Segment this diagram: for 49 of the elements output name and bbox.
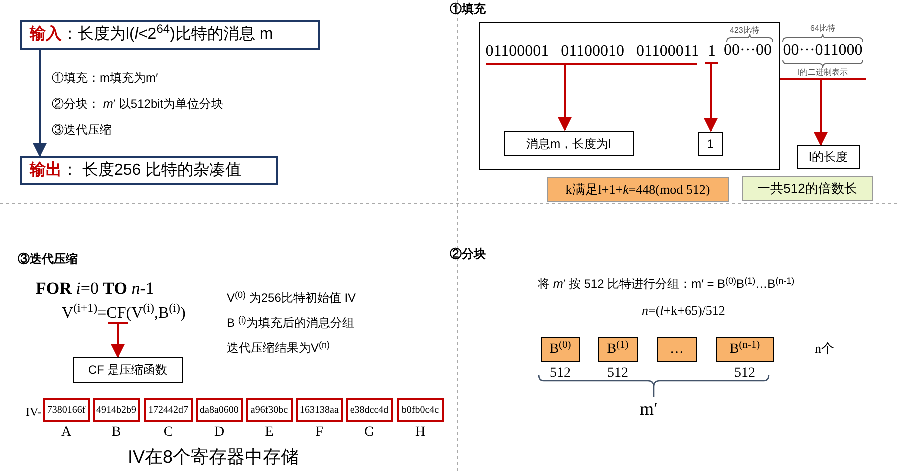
register-name: A [61,424,72,442]
bit-string: 00···011000 [783,42,863,60]
label-text: 00···00 [724,42,772,60]
formula-text: V$^{(i+1)}$=CF(V$^{(i)}$,B$^{(i)}$) [62,304,202,323]
label-text: 将 m′ 按 512 比特进行分组：m′ = B$^{(0)}$B$^{(1)}$…B$^{(n-1)}$ [538,275,795,293]
block-size: 512 [608,365,628,383]
label-text: 423比特 [730,25,760,37]
register-name: H [415,424,426,442]
text-box: l的长度 [797,145,860,169]
label-text: ③迭代压缩 [18,251,78,268]
arrow [33,50,47,158]
block-box: … [657,337,697,362]
leader-line [485,63,698,132]
arrow [814,80,828,146]
label-text: ①填充 [450,1,486,18]
register-name: G [364,424,375,442]
label-text: V$^{(0)}$ 为256比特初始值 IV [227,289,356,307]
leader-line [704,62,719,132]
text-box: CF 是压缩函数 [73,357,183,383]
text-box: 消息m，长度为l [504,131,634,156]
label-text: IV在8个寄存器中存储 [128,446,300,469]
label-text: ②分块 [450,246,486,263]
register-name: B [112,424,122,442]
block-size: 512 [734,365,756,383]
text-box: 1 [698,132,723,156]
label-text: ②分块： m′ 以512bit为单位分块 [52,96,224,113]
label-text: 迭代压缩结果为V$^{(n)}$ [227,339,330,357]
note-box: 一共512的倍数长 [742,176,873,201]
register-name: F [316,424,324,442]
register-name: D [214,424,225,442]
text-box: 输出： 长度256 比特的杂凑值 [20,156,278,185]
brace-label: 64比特 [810,24,836,34]
leader-line [107,322,129,358]
label-text: n个 [815,340,834,358]
register-name: C [164,424,174,442]
register-name: E [265,424,274,442]
label-text: ①填充：m填充为m′ [52,70,158,87]
label-text: FOR i=0 TO n-1 [36,279,154,299]
label-text: ③迭代压缩 [52,122,112,139]
label-text: IV- [26,404,42,421]
bit-string: 1 [705,43,719,64]
label-text: m′ [640,398,658,421]
note-box: k满足l+1+k=448(mod 512) [547,177,729,202]
block-size: 512 [550,365,571,383]
brace-label: l的二进制表示 [798,68,848,78]
label-text: B $^{(i)}$为填充后的消息分组 [227,314,354,332]
label-text: n=(l+k+65)/512 [642,302,726,320]
text-box: 输入：长度为l(l<2$^{64}$)比特的消息 m [20,20,320,50]
bit-string: 01100001 01100010 01100011 [487,43,698,65]
